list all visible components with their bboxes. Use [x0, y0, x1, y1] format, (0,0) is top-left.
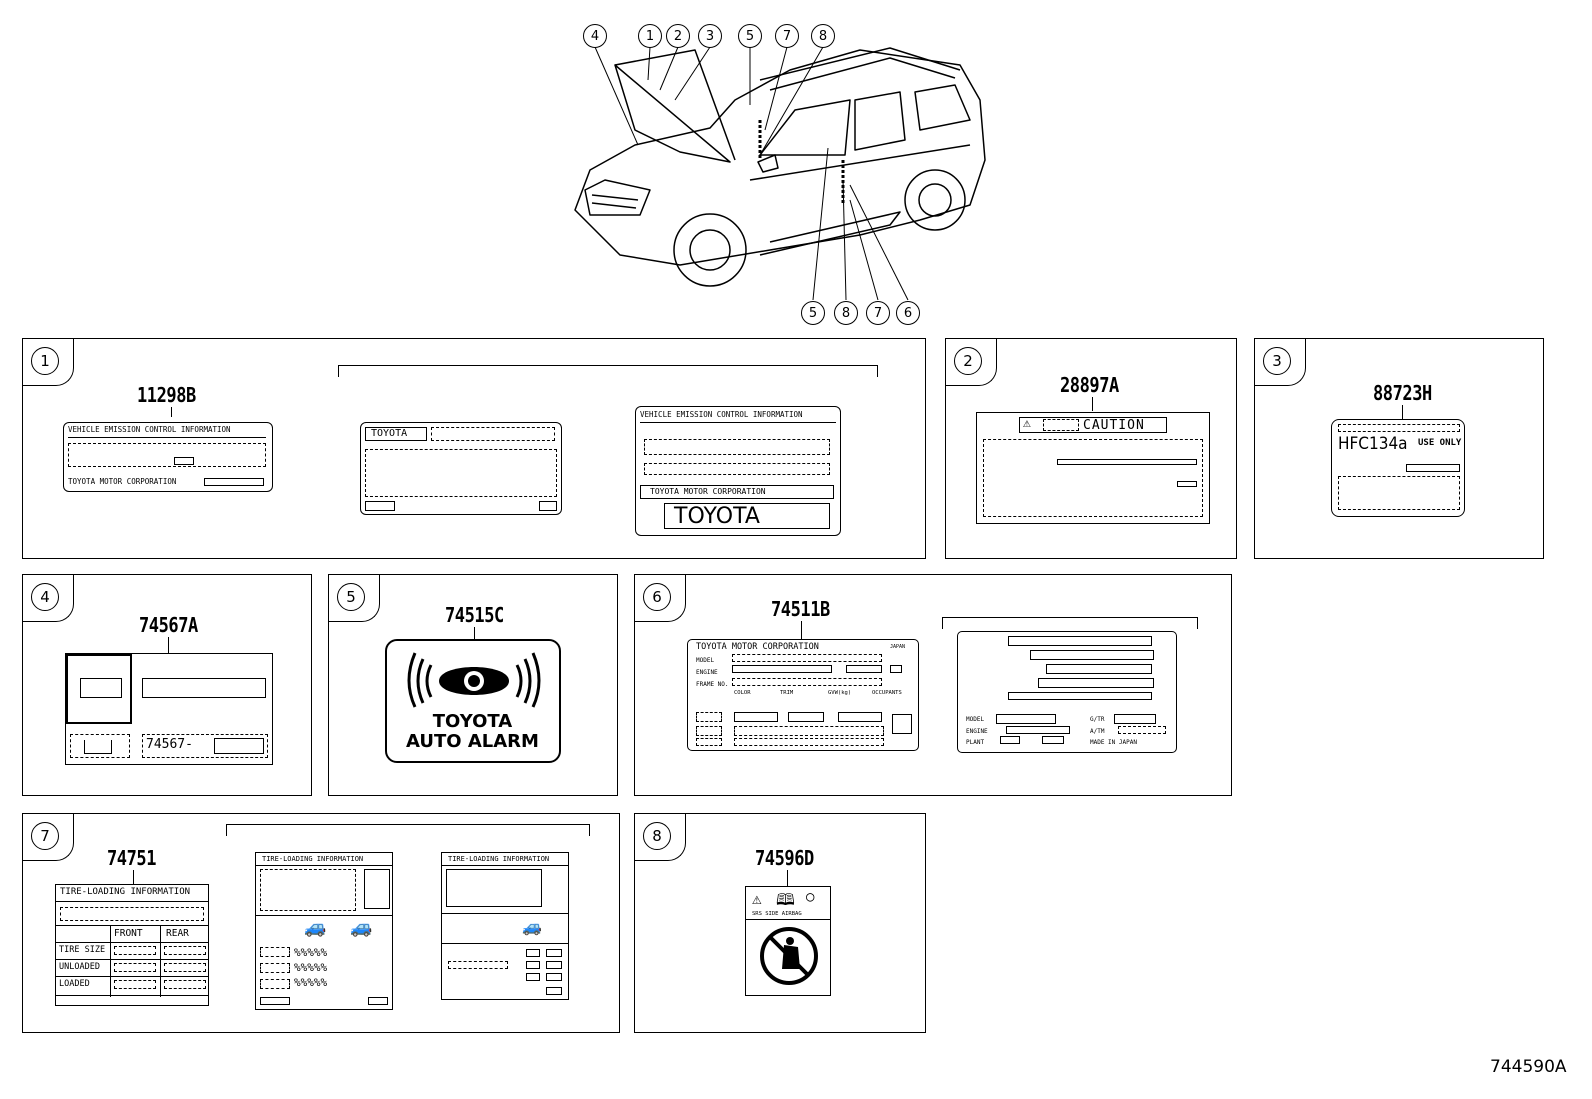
- vin-made: MADE IN JAPAN: [1090, 739, 1137, 746]
- tire-title-a: TIRE-LOADING INFORMATION: [60, 887, 191, 897]
- vin-engine: ENGINE: [966, 728, 988, 735]
- emission-title-c: VEHICLE EMISSION CONTROL INFORMATION: [640, 410, 803, 419]
- engine-label: 74567-: [65, 653, 273, 765]
- rear-label: REAR: [166, 928, 189, 939]
- panel-number: 2: [954, 347, 982, 375]
- vin-model: MODEL: [966, 716, 985, 723]
- car-callout-5b: 5: [801, 301, 825, 325]
- panel-1: 1 11298B VEHICLE EMISSION CONTROL INFORM…: [22, 338, 926, 559]
- tire-label-a: TIRE-LOADING INFORMATION FRONT REAR TIRE…: [55, 884, 209, 1006]
- refrigerant-label: HFC134a USE ONLY: [1331, 419, 1465, 517]
- pct-grid: %%%%% %%%%% %%%%%: [294, 946, 328, 989]
- cert-trim: TRIM: [780, 690, 794, 696]
- panel-2: 2 28897A ⚠ CAUTION: [945, 338, 1237, 559]
- brand-text: TOYOTA: [371, 428, 408, 439]
- tire-title-b: TIRE-LOADING INFORMATION: [262, 855, 364, 863]
- loaded-label: LOADED: [59, 979, 90, 989]
- part-number: 88723H: [1373, 381, 1432, 405]
- warning-triangle-icon: ⚠: [1023, 416, 1031, 431]
- emission-footer-c: TOYOTA MOTOR CORPORATION: [650, 487, 766, 496]
- emission-title: VEHICLE EMISSION CONTROL INFORMATION: [68, 425, 231, 434]
- car-callout-7b: 7: [866, 301, 890, 325]
- panel-number: 1: [31, 347, 59, 375]
- cert-gvw: GVW(kg): [828, 690, 852, 696]
- tire-title-c: TIRE-LOADING INFORMATION: [448, 855, 550, 863]
- emission-label-a: VEHICLE EMISSION CONTROL INFORMATION TOY…: [63, 422, 273, 492]
- no-child-seat-icon: [760, 927, 818, 985]
- panel-5: 5 74515C TOYOTA AUTO ALARM: [328, 574, 618, 796]
- cert-title: TOYOTA MOTOR CORPORATION: [696, 642, 819, 652]
- car-callout-3: 3: [698, 24, 722, 48]
- panel-3: 3 88723H HFC134a USE ONLY: [1254, 338, 1544, 559]
- tire-label-c: TIRE-LOADING INFORMATION 🚙: [441, 852, 569, 1000]
- vehicle-illustration: [574, 46, 986, 301]
- toyota-logo-text: TOYOTA: [674, 504, 760, 529]
- car-icon-c: 🚙: [522, 917, 542, 936]
- figure-code: 744590A: [1490, 1057, 1567, 1077]
- part-number: 74751: [107, 846, 157, 870]
- car-callout-7: 7: [775, 24, 799, 48]
- cert-color: COLOR: [734, 690, 751, 696]
- panel-6: 6 74511B TOYOTA MOTOR CORPORATION JAPAN …: [634, 574, 1232, 796]
- certification-label: TOYOTA MOTOR CORPORATION JAPAN MODEL ENG…: [687, 639, 919, 751]
- car-callout-2: 2: [666, 24, 690, 48]
- panel-number: 5: [337, 583, 365, 611]
- emission-label-b: TOYOTA: [360, 422, 562, 515]
- warning-icon: ⚠: [752, 889, 762, 908]
- caution-label: ⚠ CAUTION: [976, 412, 1210, 524]
- car-callout-8: 8: [811, 24, 835, 48]
- tire-label-b: TIRE-LOADING INFORMATION 🚙 🚙 %%%%% %%%%%…: [255, 852, 393, 1010]
- part-number: 74515C: [445, 603, 504, 627]
- panel-7: 7 74751 TIRE-LOADING INFORMATION FRONT R…: [22, 813, 620, 1033]
- vin-gtr: G/TR: [1090, 716, 1105, 723]
- front-label: FRONT: [114, 928, 143, 939]
- panel-number: 3: [1263, 347, 1291, 375]
- vin-label: MODEL ENGINE PLANT G/TR A/TM MADE IN JAP…: [957, 631, 1177, 753]
- panel-number: 7: [31, 822, 59, 850]
- car-icon-2: 🚙: [350, 917, 373, 938]
- panel-4: 4 74567A 74567-: [22, 574, 312, 796]
- alarm-car-icon: [407, 652, 541, 708]
- unloaded-label: UNLOADED: [59, 962, 100, 972]
- tire-size-label: TIRE SIZE: [59, 945, 106, 955]
- panel-number: 4: [31, 583, 59, 611]
- car-callout-6b: 6: [896, 301, 920, 325]
- vin-atm: A/TM: [1090, 728, 1105, 735]
- circle-icon: ○: [806, 889, 815, 905]
- airbag-label: ⚠ 🕮 ○ SRS SIDE AIRBAG: [745, 886, 831, 996]
- car-icon: 🚙: [304, 917, 327, 938]
- part-number: 74511B: [771, 597, 830, 621]
- cert-frame: FRAME NO.: [696, 681, 729, 688]
- airbag-caption: SRS SIDE AIRBAG: [752, 911, 802, 917]
- caution-text: CAUTION: [1083, 418, 1145, 433]
- panel-number: 6: [643, 583, 671, 611]
- part-number: 11298B: [137, 383, 196, 407]
- alarm-line-2: AUTO ALARM: [406, 731, 539, 752]
- car-callout-4: 4: [583, 24, 607, 48]
- refrigerant-text: HFC134a: [1338, 434, 1408, 454]
- car-callout-5: 5: [738, 24, 762, 48]
- vin-plant: PLANT: [966, 739, 985, 746]
- manual-icon: 🕮: [776, 890, 795, 909]
- car-callout-1: 1: [638, 24, 662, 48]
- cert-country: JAPAN: [890, 644, 906, 650]
- part-number: 74596D: [755, 846, 814, 870]
- auto-alarm-label: TOYOTA AUTO ALARM: [385, 639, 561, 763]
- panel-8: 8 74596D ⚠ 🕮 ○ SRS SIDE AIRBAG: [634, 813, 926, 1033]
- car-callout-8b: 8: [834, 301, 858, 325]
- panel-number: 8: [643, 822, 671, 850]
- use-only-text: USE ONLY: [1418, 438, 1462, 448]
- cert-occupants: OCCUPANTS: [872, 690, 902, 696]
- alarm-line-1: TOYOTA: [432, 711, 513, 732]
- cert-model: MODEL: [696, 657, 715, 664]
- cert-engine: ENGINE: [696, 669, 718, 676]
- part-number: 28897A: [1060, 373, 1119, 397]
- part-number: 74567A: [139, 613, 198, 637]
- emission-label-c: VEHICLE EMISSION CONTROL INFORMATION TOY…: [635, 406, 841, 536]
- emission-footer: TOYOTA MOTOR CORPORATION: [68, 477, 177, 486]
- code-prefix: 74567-: [146, 737, 193, 752]
